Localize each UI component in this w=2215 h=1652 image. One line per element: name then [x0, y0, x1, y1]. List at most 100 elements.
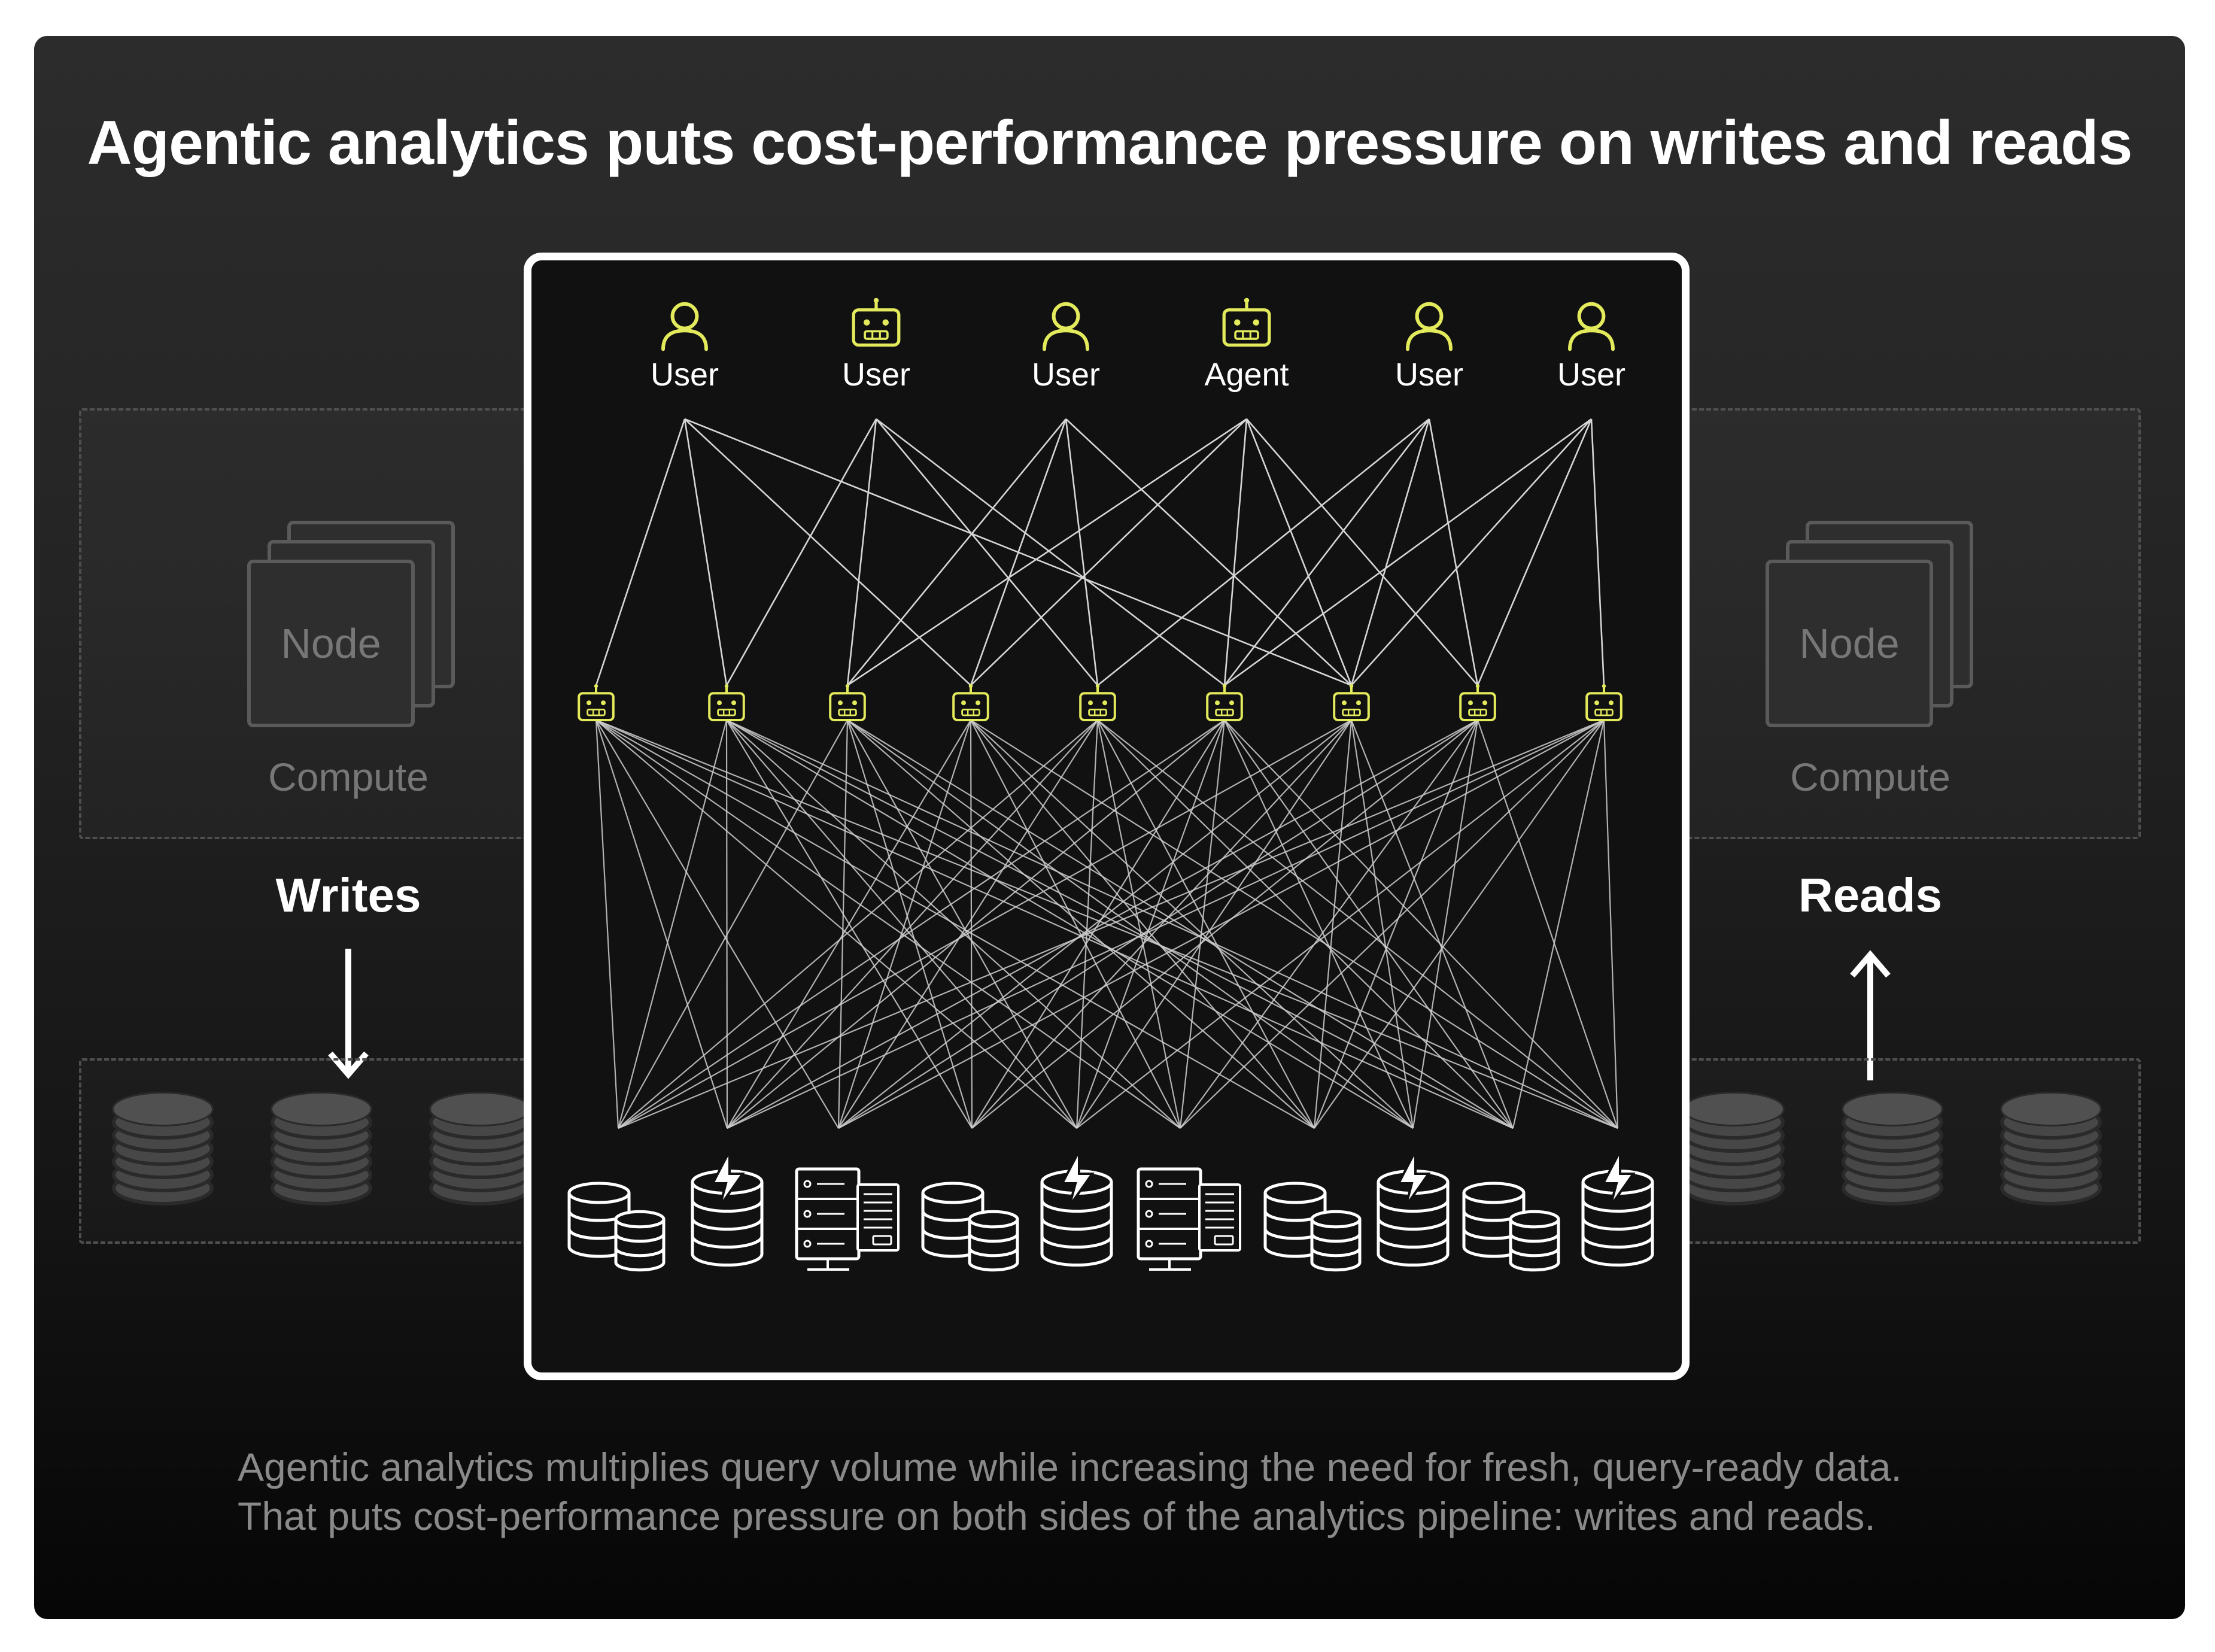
- connection-line: [970, 719, 1414, 1129]
- connection-line: [1224, 418, 1592, 687]
- connection-line: [1223, 418, 1430, 686]
- connection-line: [1076, 719, 1352, 1129]
- connection-line: [1180, 719, 1605, 1129]
- connection-line: [1097, 719, 1618, 1129]
- connection-line: [838, 719, 1605, 1129]
- connection-line: [838, 719, 1478, 1129]
- connection-line: [595, 719, 1315, 1129]
- connection-line: [838, 719, 1098, 1129]
- database-cluster-icon: [1263, 1182, 1362, 1272]
- connection-line: [683, 418, 728, 686]
- connection-line: [618, 719, 1352, 1129]
- robot-icon: [1077, 684, 1118, 722]
- connection-line: [970, 719, 1181, 1129]
- robot-icon: [852, 297, 901, 347]
- actor-label: User: [841, 357, 910, 393]
- connection-line: [847, 418, 1247, 687]
- connection-line: [1179, 719, 1226, 1129]
- connection-line: [617, 719, 728, 1129]
- connection-line: [837, 719, 972, 1129]
- connection-line: [1590, 418, 1605, 686]
- connection-line: [847, 719, 1414, 1129]
- connection-line: [1476, 418, 1593, 686]
- storage-disk-icon: [2000, 1092, 2102, 1205]
- connection-line: [970, 719, 973, 1129]
- connection-line: [618, 719, 848, 1129]
- connection-line: [847, 719, 1315, 1129]
- connection-line: [727, 719, 1098, 1129]
- actor-label: User: [1557, 357, 1625, 393]
- left-compute-label: Compute: [268, 755, 429, 799]
- actor-icons: [661, 297, 1615, 351]
- connection-line: [726, 719, 1618, 1129]
- server-rack-icon: [1137, 1167, 1241, 1271]
- fast-database-icon: [1040, 1150, 1113, 1267]
- left-node-card: [247, 560, 415, 727]
- connection-line: [595, 719, 1181, 1129]
- connection-line: [1350, 719, 1414, 1129]
- caption-line-2: That puts cost-performance pressure on b…: [238, 1494, 1876, 1538]
- caption-line-1: Agentic analytics multiplies query volum…: [238, 1445, 1902, 1489]
- connection-line: [595, 719, 1077, 1129]
- connection-line: [595, 719, 839, 1129]
- connection-line: [837, 719, 849, 1129]
- connection-line: [726, 719, 1077, 1129]
- actor-label: User: [1031, 357, 1100, 393]
- connection-line: [1245, 418, 1353, 686]
- fast-database-icon: [1581, 1150, 1654, 1267]
- connection-line: [1313, 719, 1353, 1129]
- left-node-label: Node: [281, 620, 381, 667]
- connection-line: [970, 418, 1247, 686]
- connection-line: [876, 418, 1098, 686]
- robot-icon: [1331, 684, 1372, 722]
- robot-icon: [1457, 684, 1498, 722]
- right-node-label: Node: [1799, 620, 1900, 667]
- connection-line: [838, 719, 1352, 1129]
- connection-line: [684, 418, 971, 686]
- connection-line: [1097, 418, 1430, 687]
- connection-line: [726, 719, 1514, 1129]
- connection-line: [970, 719, 1618, 1129]
- connection-line: [1097, 719, 1514, 1129]
- connection-line: [595, 418, 686, 686]
- connection-line: [618, 719, 1225, 1129]
- connection-line: [1246, 418, 1478, 686]
- connection-line: [1350, 719, 1514, 1129]
- robot-icon: [1584, 684, 1624, 722]
- connection-line: [1224, 719, 1514, 1129]
- connection-line: [1065, 418, 1352, 686]
- user-icon: [661, 302, 708, 351]
- connection-line: [1224, 719, 1618, 1129]
- robot-icon: [576, 684, 616, 722]
- user-icon: [1043, 302, 1089, 351]
- database-cluster-icon: [567, 1182, 666, 1272]
- connection-line: [1097, 719, 1315, 1129]
- connection-line: [1065, 418, 1099, 686]
- connection-line: [727, 719, 971, 1129]
- connection-line: [595, 719, 728, 1129]
- caption: Agentic analytics multiplies query volum…: [238, 1443, 2093, 1541]
- connection-line: [970, 418, 1067, 686]
- storage-disk-icon: [1683, 1092, 1785, 1205]
- connection-line: [971, 719, 1352, 1129]
- actor-label: User: [1394, 357, 1463, 393]
- right-node-card: [1766, 560, 1933, 727]
- right-compute-label: Compute: [1790, 755, 1950, 799]
- connection-line: [1313, 719, 1479, 1129]
- user-icon: [1568, 302, 1615, 351]
- connection-line: [1476, 719, 1619, 1129]
- connection-line: [725, 418, 877, 686]
- connection-lines: [595, 418, 1619, 1129]
- reads-label: Reads: [1798, 868, 1943, 922]
- connection-line: [1314, 719, 1605, 1129]
- database-cluster-icon: [1462, 1182, 1560, 1272]
- connection-line: [876, 418, 1225, 687]
- connection-line: [1350, 418, 1430, 686]
- connection-line: [971, 719, 1478, 1129]
- connection-line: [1180, 719, 1478, 1129]
- connection-line: [970, 719, 1315, 1129]
- connection-line: [726, 719, 1181, 1129]
- connection-line: [595, 719, 1514, 1129]
- connection-line: [971, 719, 1225, 1129]
- connection-line: [846, 418, 877, 686]
